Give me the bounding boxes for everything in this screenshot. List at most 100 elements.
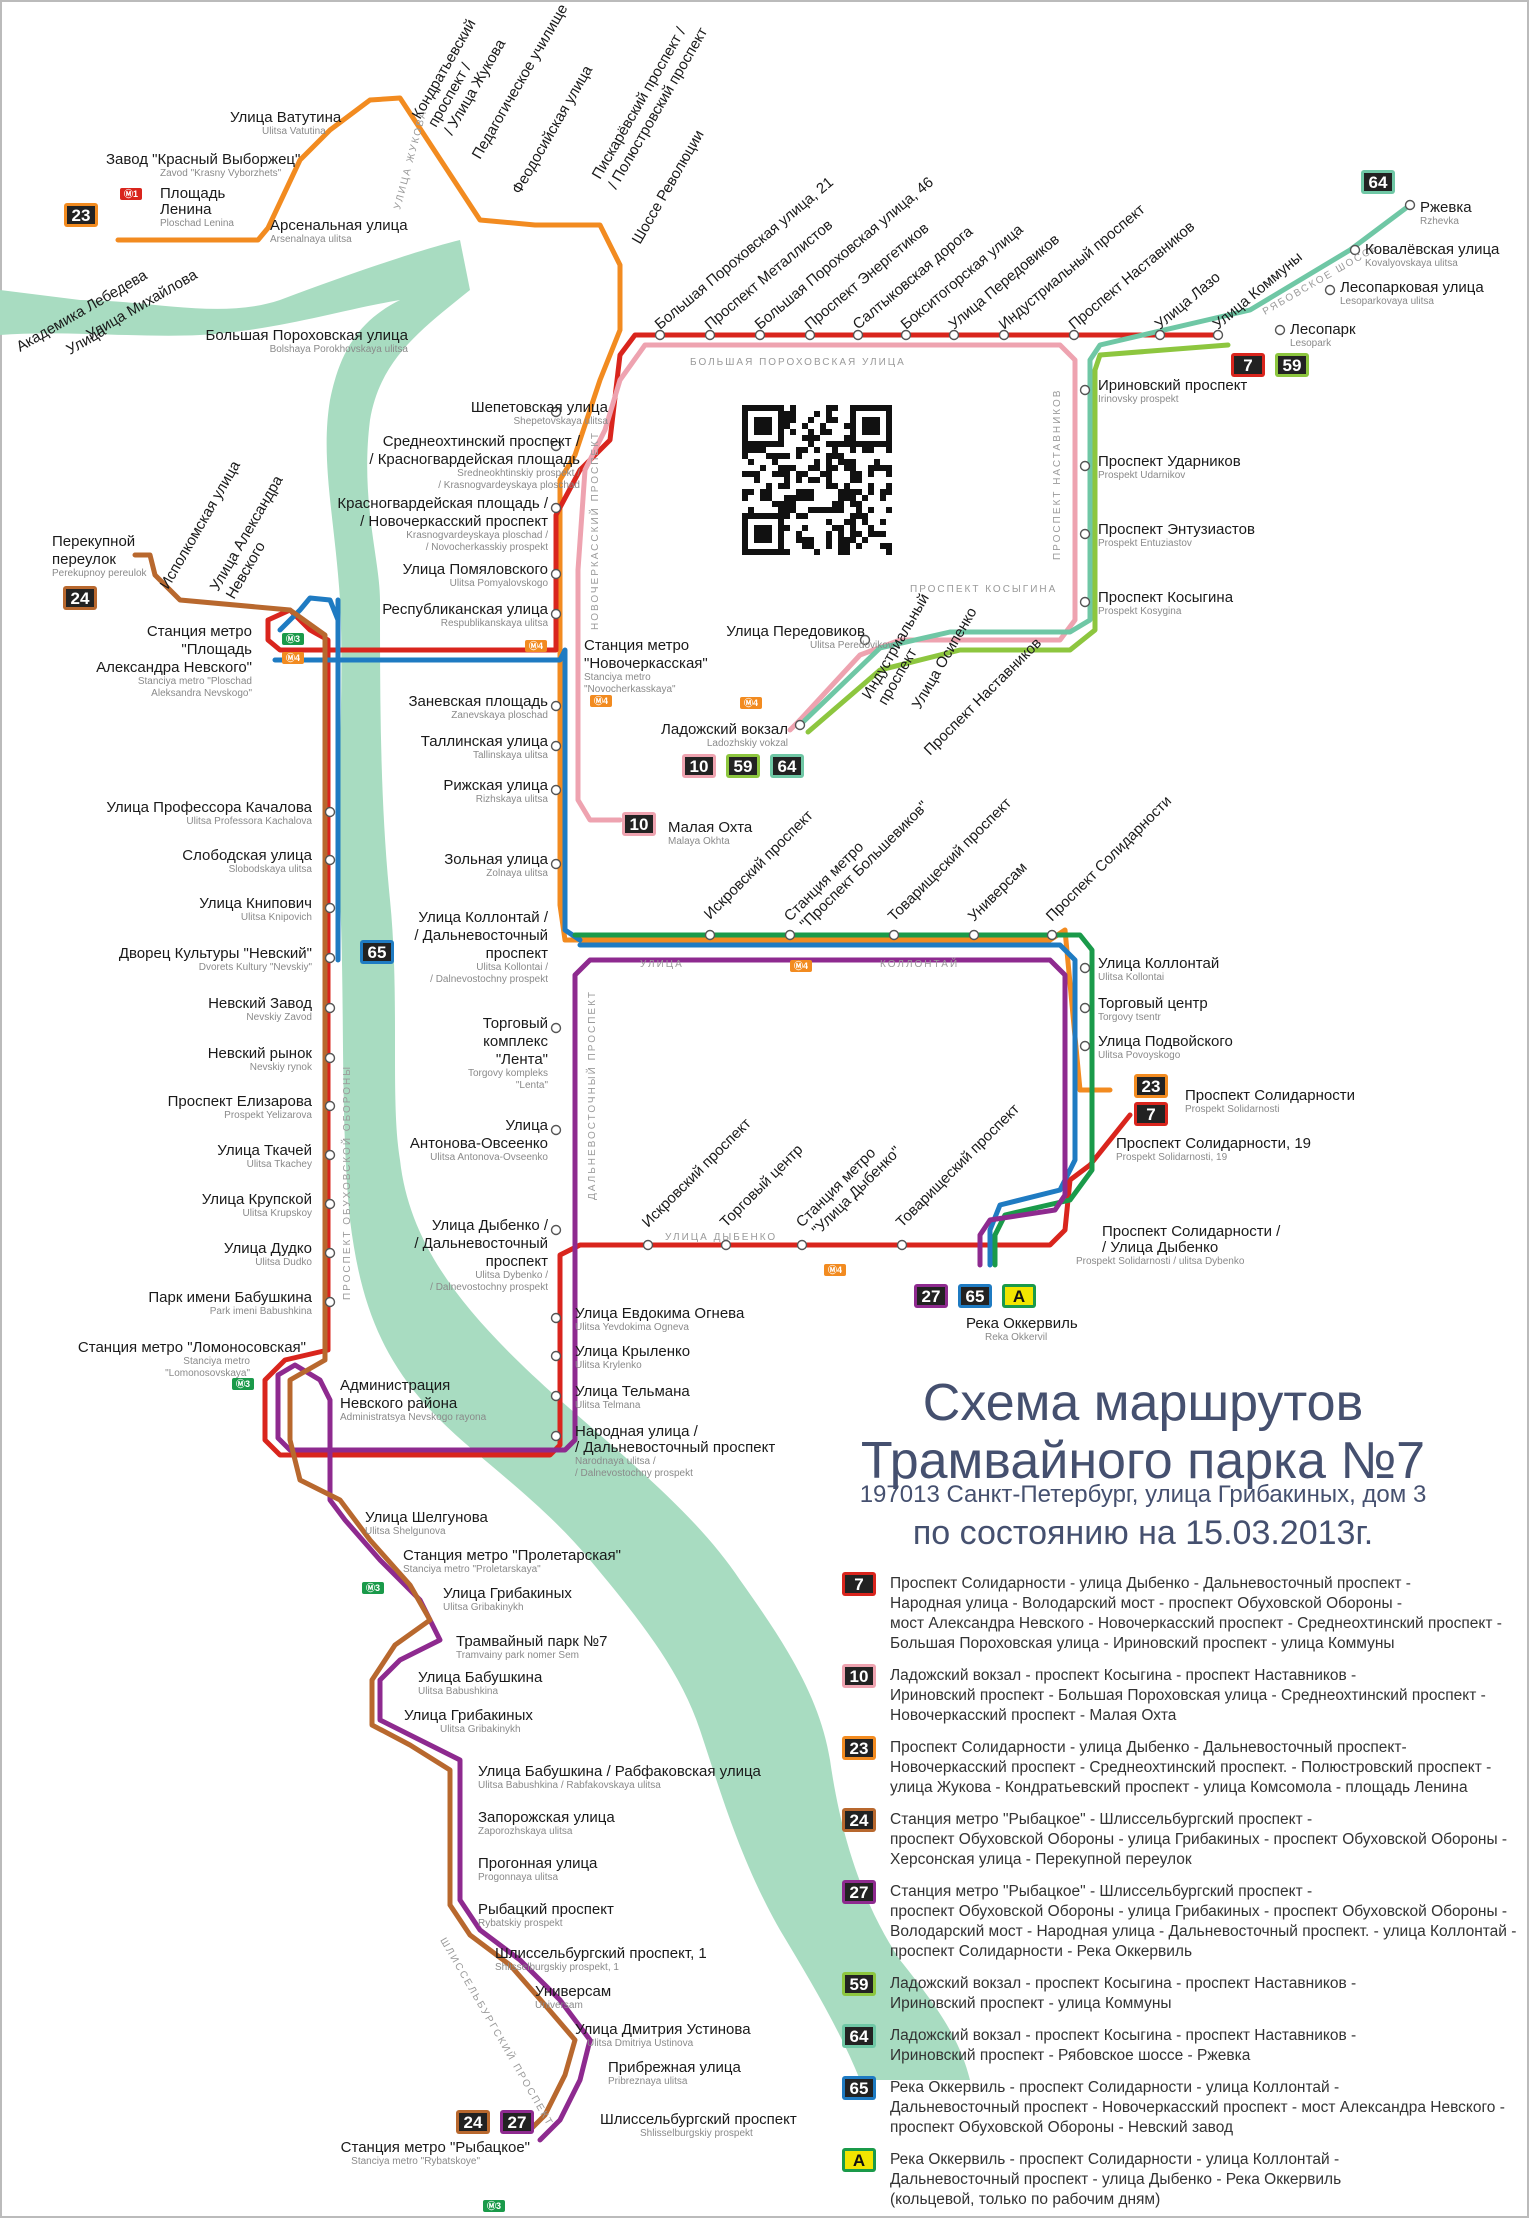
- qr-cell: [832, 447, 838, 453]
- qr-cell: [838, 507, 844, 513]
- legend-badge-5-number: 27: [850, 1883, 869, 1902]
- route-27-line: [275, 957, 1068, 2143]
- qr-cell: [796, 453, 802, 459]
- badge-27-okkervil: 27: [914, 1284, 948, 1308]
- qr-cell: [856, 471, 862, 477]
- station-shlisselburgsky-1: Шлиссельбургский проспект, 1: [495, 1945, 707, 1962]
- legend-route-3-line-1: Проспект Солидарности - улица Дыбенко - …: [890, 1739, 1407, 1756]
- legend-route-8-line-1: Река Оккервиль - проспект Солидарности -…: [890, 2079, 1339, 2096]
- station-ploshad-lenina: Площадь: [160, 185, 225, 202]
- stop-10: [550, 1022, 562, 1034]
- station-bolshaya-porokhovskaya: Большая Пороховская улица: [206, 327, 409, 344]
- svg-text:Rizhskaya ulitsa: Rizhskaya ulitsa: [476, 794, 549, 805]
- badge-24-perekupnoy: 24: [63, 586, 97, 610]
- svg-text:Ulitsa Babushkina / Rabfakovsk: Ulitsa Babushkina / Rabfakovskaya ulitsa: [478, 1780, 661, 1791]
- qr-cell: [826, 543, 832, 549]
- stop-50: [704, 929, 716, 941]
- qr-cell: [826, 429, 832, 435]
- badge-7-kommuny-fill: [1234, 356, 1262, 374]
- qr-cell: [838, 501, 844, 507]
- qr-cell: [772, 459, 778, 465]
- station-krasnogvardeyskaya: Красногвардейская площадь /: [337, 495, 548, 512]
- qr-cell: [790, 465, 796, 471]
- qr-cell: [886, 435, 892, 441]
- qr-cell: [856, 501, 862, 507]
- badge-65-okkervil-number: 65: [966, 1287, 985, 1306]
- badge-24-rybatskoye-fill: [459, 2113, 487, 2131]
- qr-cell: [760, 525, 766, 531]
- stop-33: [1079, 1002, 1091, 1014]
- stop-36: [704, 329, 716, 341]
- qr-cell: [886, 549, 892, 555]
- qr-cell: [886, 447, 892, 453]
- svg-text:Ulitsa Vatutina: Ulitsa Vatutina: [262, 126, 326, 137]
- qr-cell: [748, 507, 754, 513]
- station-dk-nevsky: Дворец Культуры "Невский": [119, 945, 312, 962]
- svg-text:Reka Okkervil: Reka Okkervil: [985, 1332, 1047, 1343]
- qr-cell: [868, 405, 874, 411]
- qr-cell: [838, 549, 844, 555]
- station-kollontai-dalnevostochny: Улица Коллонтай /: [418, 909, 548, 926]
- stop-34: [1079, 1040, 1091, 1052]
- station-vatutina: Улица Ватутина: [230, 109, 342, 126]
- qr-cell: [778, 417, 784, 423]
- badge-10-malaya-okhta-number: 10: [630, 815, 649, 834]
- station-nevsky-rynok: Невский рынок: [208, 1045, 313, 1062]
- station-shlisselburgsky-pr: Шлиссельбургский проспект: [600, 2111, 797, 2128]
- svg-text:Prospekt Solidarnosti, 19: Prospekt Solidarnosti, 19: [1116, 1152, 1228, 1163]
- badge-7-kommuny: 7: [1231, 353, 1265, 377]
- qr-cell: [850, 501, 856, 507]
- badge-59-ladozhsky: 59: [726, 754, 760, 778]
- stop-42: [998, 329, 1010, 341]
- qr-cell: [784, 453, 790, 459]
- qr-cell: [850, 471, 856, 477]
- qr-cell: [850, 489, 856, 495]
- svg-text:проспект: проспект: [486, 945, 549, 962]
- svg-text:"Площадь: "Площадь: [181, 641, 252, 658]
- stop-9: [550, 858, 562, 870]
- svg-text:Ulitsa Gribakinykh: Ulitsa Gribakinykh: [440, 1724, 521, 1735]
- qr-cell: [826, 405, 832, 411]
- svg-text:Ulitsa Krylenko: Ulitsa Krylenko: [575, 1360, 642, 1371]
- svg-text:Park imeni Babushkina: Park imeni Babushkina: [210, 1306, 313, 1317]
- metro-tag-6: Ⓜ4: [740, 697, 762, 709]
- qr-cell: [886, 405, 892, 411]
- qr-cell: [778, 453, 784, 459]
- legend-badge-9: А: [842, 2148, 876, 2172]
- svg-text:Respublikanskaya ulitsa: Respublikanskaya ulitsa: [441, 618, 549, 629]
- qr-cell: [742, 417, 748, 423]
- qr-cell: [784, 471, 790, 477]
- qr-cell: [868, 441, 874, 447]
- qr-cell: [844, 537, 850, 543]
- svg-text:Shlisselburgskiy prospekt, 1: Shlisselburgskiy prospekt, 1: [495, 1962, 619, 1973]
- svg-text:Ulitsa Antonova-Ovseenko: Ulitsa Antonova-Ovseenko: [430, 1152, 548, 1163]
- qr-cell: [838, 453, 844, 459]
- qr-cell: [826, 465, 832, 471]
- station-gribakinykh-2: Улица Грибакиных: [404, 1707, 533, 1724]
- badge-23-lenina-number: 23: [72, 206, 91, 225]
- map-date: по состоянию на 15.03.2013г.: [913, 1514, 1373, 1552]
- qr-cell: [880, 405, 886, 411]
- route-lines: [115, 95, 1413, 2143]
- qr-cell: [748, 459, 754, 465]
- qr-cell: [808, 465, 814, 471]
- metro-tag-3: Ⓜ4: [282, 652, 304, 664]
- badge-23-lenina-fill: [67, 206, 95, 224]
- metro-tag-11-label: Ⓜ3: [487, 2200, 501, 2211]
- badge-7-solidarnosti-fill: [1137, 1105, 1165, 1123]
- stop-28: [1079, 384, 1091, 396]
- legend-badge-6-number: 59: [850, 1975, 869, 1994]
- qr-cell: [862, 513, 868, 519]
- legend-badge-9-fill: [845, 2151, 873, 2169]
- station-kachalova: Улица Профессора Качалова: [106, 799, 312, 816]
- svg-text:Zolnaya ulitsa: Zolnaya ulitsa: [486, 868, 548, 879]
- station-podvoiskogo: Улица Подвойского: [1098, 1033, 1233, 1050]
- river-neva: [0, 240, 970, 2080]
- qr-cell: [838, 531, 844, 537]
- svg-text:"Lenta": "Lenta": [516, 1080, 549, 1091]
- qr-cell: [832, 483, 838, 489]
- qr-cell: [832, 525, 838, 531]
- qr-cell: [784, 423, 790, 429]
- svg-text:Prospekt Solidarnosti / ulitsa: Prospekt Solidarnosti / ulitsa Dybenko: [1076, 1256, 1245, 1267]
- metro-tag-5-label: Ⓜ4: [594, 695, 608, 706]
